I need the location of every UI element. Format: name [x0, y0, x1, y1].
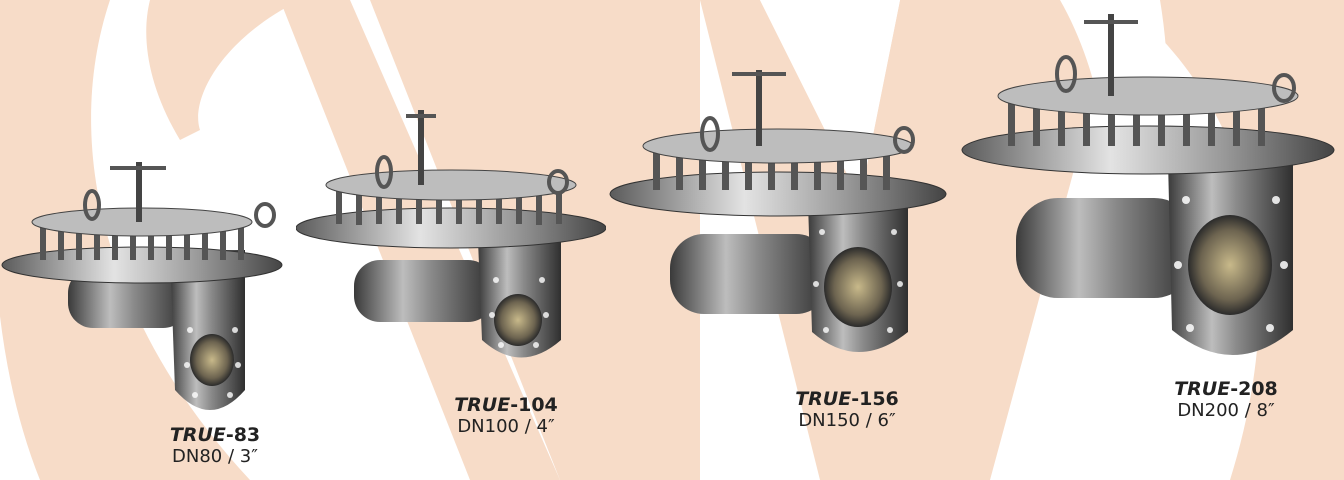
product-size: DN150 / 6″ — [798, 410, 896, 431]
product-size: DN100 / 4″ — [457, 416, 555, 437]
product-label-true-208: TRUE-208 DN200 / 8″ — [1146, 378, 1306, 421]
product-name: TRUE-104 — [426, 394, 586, 416]
product-size: DN200 / 8″ — [1177, 400, 1275, 421]
product-image-true-208 — [961, 14, 1335, 355]
product-image-true-83 — [1, 162, 283, 410]
product-model: -104 — [510, 394, 558, 416]
product-model: -156 — [851, 388, 899, 410]
product-size: DN80 / 3″ — [172, 446, 258, 467]
product-label-true-83: TRUE-83 DN80 / 3″ — [135, 424, 295, 467]
product-brand: TRUE — [1174, 378, 1231, 400]
product-name: TRUE-156 — [767, 388, 927, 410]
swoosh-top-left — [146, 0, 300, 140]
product-brand: TRUE — [169, 424, 226, 446]
product-model: -83 — [225, 424, 261, 446]
product-label-true-156: TRUE-156 DN150 / 6″ — [767, 388, 927, 431]
product-label-true-104: TRUE-104 DN100 / 4″ — [426, 394, 586, 437]
product-image-true-104 — [296, 110, 606, 358]
product-name: TRUE-208 — [1146, 378, 1306, 400]
product-model: -208 — [1230, 378, 1278, 400]
swoosh-left-arc — [0, 0, 250, 480]
product-name: TRUE-83 — [135, 424, 295, 446]
swoosh-right-band — [1120, 0, 1344, 480]
product-brand: TRUE — [454, 394, 511, 416]
product-brand: TRUE — [795, 388, 852, 410]
product-image-true-156 — [609, 70, 947, 352]
